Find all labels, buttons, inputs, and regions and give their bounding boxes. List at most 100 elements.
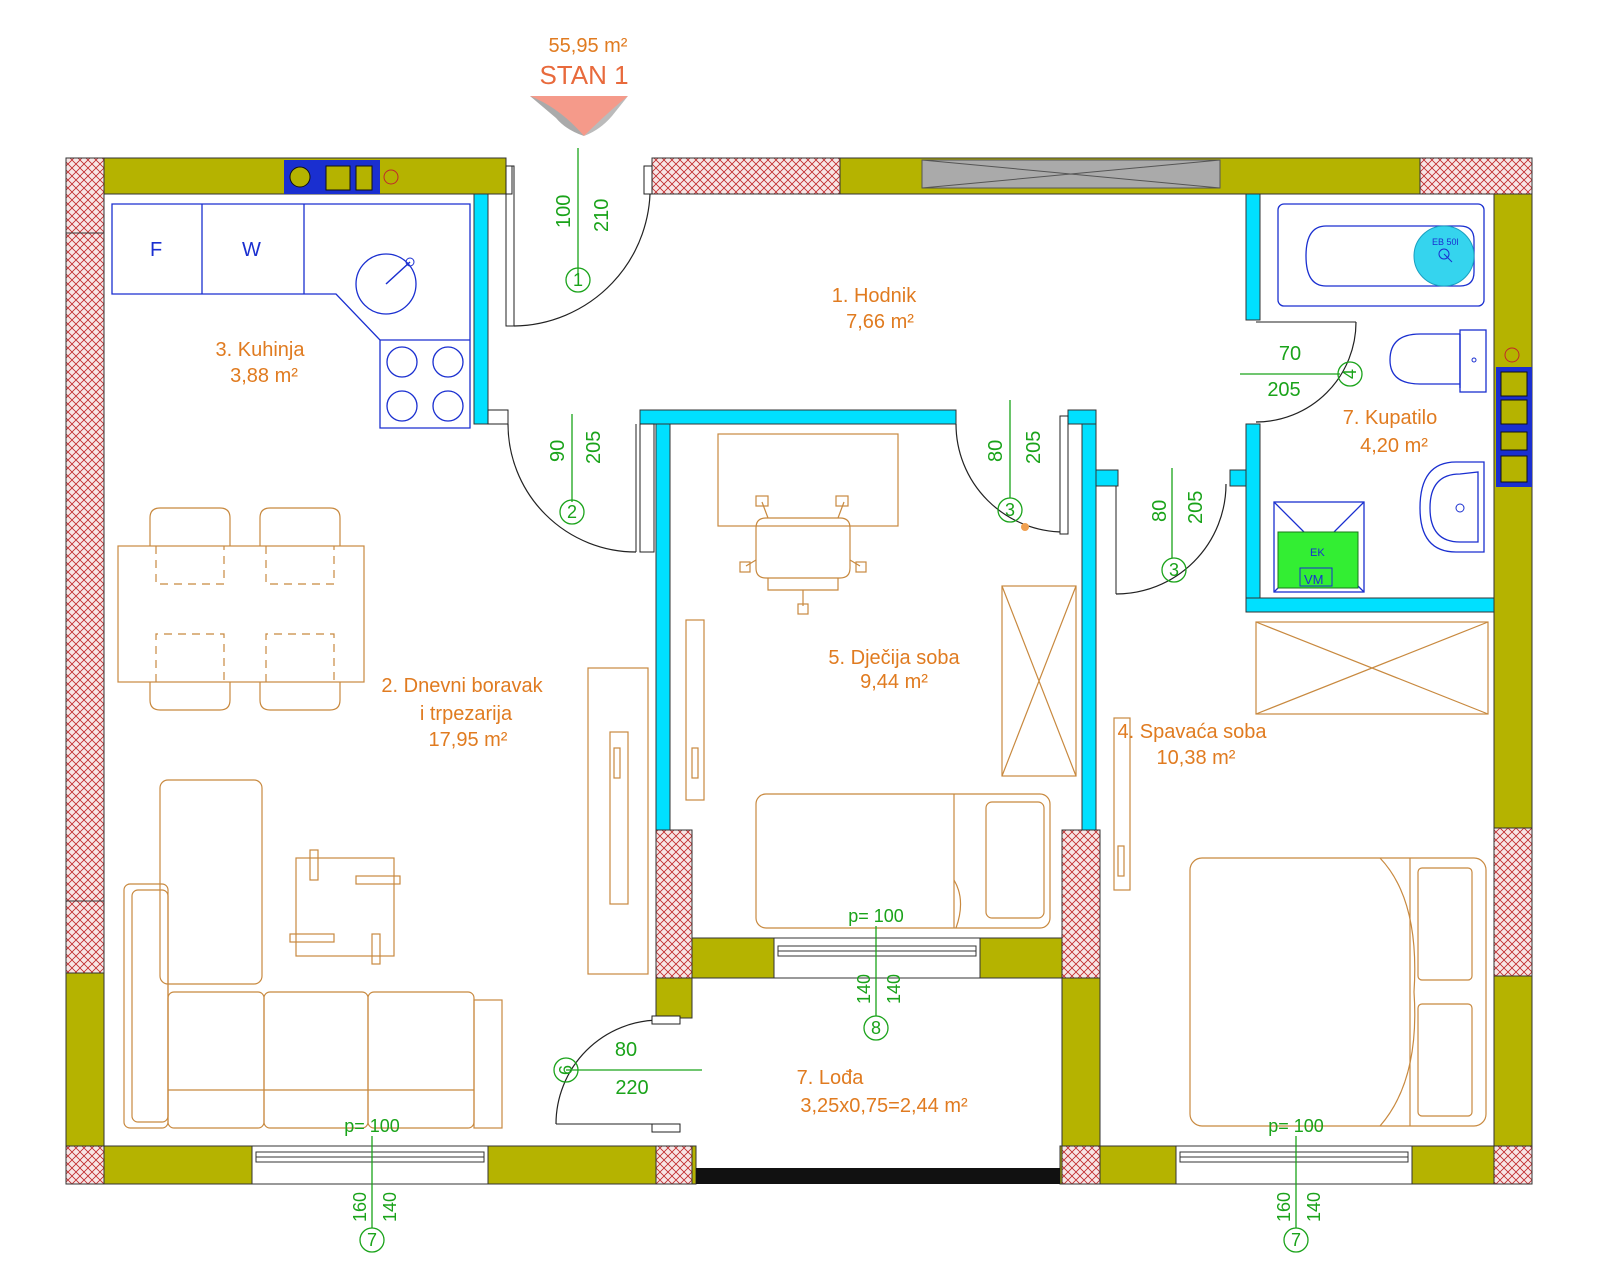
svg-text:9,44 m²: 9,44 m² [860, 671, 928, 693]
room-label-spavaca: 4. Spavaća soba 10,38 m² [1118, 721, 1268, 769]
svg-text:17,95 m²: 17,95 m² [429, 729, 508, 751]
svg-text:p= 100: p= 100 [848, 906, 904, 926]
hatch [65, 157, 105, 234]
washer-label: W [242, 239, 261, 261]
room-label-hodnik: 1. Hodnik 7,66 m² [832, 285, 917, 333]
svg-text:7: 7 [367, 1230, 377, 1250]
desk [717, 433, 899, 527]
svg-text:p= 100: p= 100 [1268, 1116, 1324, 1136]
svg-text:4,20 m²: 4,20 m² [1360, 435, 1428, 457]
svg-text:3,88 m²: 3,88 m² [230, 365, 298, 387]
svg-text:7,66 m²: 7,66 m² [846, 311, 914, 333]
chair [259, 507, 341, 585]
partition-djecija-spavaca [1081, 409, 1097, 831]
svg-text:100: 100 [553, 195, 575, 228]
top-window-hodnik [921, 159, 1221, 189]
svg-text:i trpezarija: i trpezarija [420, 703, 513, 725]
hatch [1493, 1145, 1533, 1185]
hatch [65, 232, 105, 902]
svg-text:1. Hodnik: 1. Hodnik [832, 285, 917, 307]
chair [259, 633, 341, 711]
svg-text:6: 6 [556, 1065, 576, 1075]
svg-text:7: 7 [1291, 1230, 1301, 1250]
apartment-area: 55,95 m² [549, 35, 628, 57]
sink-icon [355, 253, 417, 315]
partition-stub2 [1095, 469, 1119, 487]
vm-label: VM [1304, 572, 1324, 587]
door-dim-3b: 80 205 3 [1149, 468, 1207, 583]
svg-text:140: 140 [854, 974, 874, 1004]
hatch [1419, 157, 1533, 195]
svg-text:80: 80 [615, 1039, 637, 1061]
stove-icon [386, 346, 464, 422]
hatch [651, 157, 841, 195]
svg-text:205: 205 [583, 431, 605, 464]
svg-text:205: 205 [1267, 379, 1300, 401]
hatch [1061, 1145, 1101, 1185]
partition-walls [473, 193, 1495, 831]
wall-lodja-left [655, 977, 693, 1019]
svg-text:220: 220 [615, 1077, 648, 1099]
duct-block-right [1496, 347, 1532, 487]
svg-text:205: 205 [1023, 431, 1045, 464]
svg-text:210: 210 [591, 199, 613, 232]
hatch [65, 900, 105, 974]
room-label-lodja: 7. Lođa 3,25x0,75=2,44 m² [797, 1067, 968, 1117]
double-bed [1189, 857, 1487, 1127]
svg-text:4. Spavaća soba: 4. Spavaća soba [1118, 721, 1268, 743]
loggia-edge [696, 1168, 1060, 1184]
apartment-title: 55,95 m² STAN 1 [530, 35, 629, 276]
door-dim-1: 100 210 1 [553, 195, 613, 293]
partition-kupatilo-left-bottom [1245, 423, 1261, 611]
wall-right [1493, 157, 1533, 1185]
wall-lodja-right [1061, 977, 1101, 1147]
svg-text:3: 3 [1005, 500, 1015, 520]
svg-text:3,25x0,75=2,44 m²: 3,25x0,75=2,44 m² [800, 1095, 968, 1117]
coffee-table [289, 849, 401, 965]
tv-unit-spavaca [1113, 717, 1131, 891]
hatch [655, 829, 693, 979]
room-label-kuhinja: 3. Kuhinja 3,88 m² [216, 339, 306, 387]
doors [487, 165, 1357, 1133]
partition-kupatilo-bottom [1245, 597, 1495, 613]
chair [149, 633, 231, 711]
tv-unit-dnevni [587, 667, 649, 975]
svg-text:205: 205 [1185, 491, 1207, 524]
room-label-dnevni: 2. Dnevni boravak i trpezarija 17,95 m² [381, 675, 543, 751]
svg-text:140: 140 [884, 974, 904, 1004]
hatched-masonry [65, 157, 1533, 1185]
svg-text:140: 140 [380, 1192, 400, 1222]
window-dim-8: p= 100 140 140 8 [848, 906, 904, 1041]
washbasin [1419, 461, 1485, 553]
tv-unit-djecija [685, 619, 705, 801]
window-dim-7b: p= 100 160 140 7 [1268, 1116, 1324, 1253]
svg-text:2: 2 [567, 502, 577, 522]
entrance-arrow-icon [530, 96, 628, 136]
door-dim-lodja: 80 220 6 [553, 1039, 702, 1099]
svg-text:160: 160 [350, 1192, 370, 1222]
hatch [655, 1145, 693, 1185]
svg-text:p= 100: p= 100 [344, 1116, 400, 1136]
door-dim-4: 70 205 4 [1240, 343, 1363, 401]
partition-stub [1067, 409, 1097, 425]
hatch [1061, 829, 1101, 979]
window-8 [773, 937, 981, 979]
svg-text:90: 90 [547, 440, 569, 462]
svg-text:80: 80 [1149, 500, 1171, 522]
svg-text:70: 70 [1279, 343, 1301, 365]
duct-block-top [284, 160, 399, 194]
wall-djecija-bottom-right [979, 937, 1063, 979]
fridge-label: F [150, 239, 162, 261]
office-chair [739, 495, 867, 615]
svg-text:5. Dječija soba: 5. Dječija soba [828, 647, 960, 669]
svg-text:10,38 m²: 10,38 m² [1157, 747, 1236, 769]
svg-text:2. Dnevni boravak: 2. Dnevni boravak [381, 675, 543, 697]
svg-text:3. Kuhinja: 3. Kuhinja [216, 339, 306, 361]
single-bed [755, 793, 1051, 929]
wardrobe-djecija [1001, 585, 1077, 777]
kitchen-counter: F W [111, 203, 471, 429]
partition-kuhinja-hodnik [473, 193, 489, 425]
svg-text:3: 3 [1169, 560, 1179, 580]
svg-text:1: 1 [573, 270, 583, 290]
shower-washing-machine: EK VM [1273, 501, 1365, 593]
